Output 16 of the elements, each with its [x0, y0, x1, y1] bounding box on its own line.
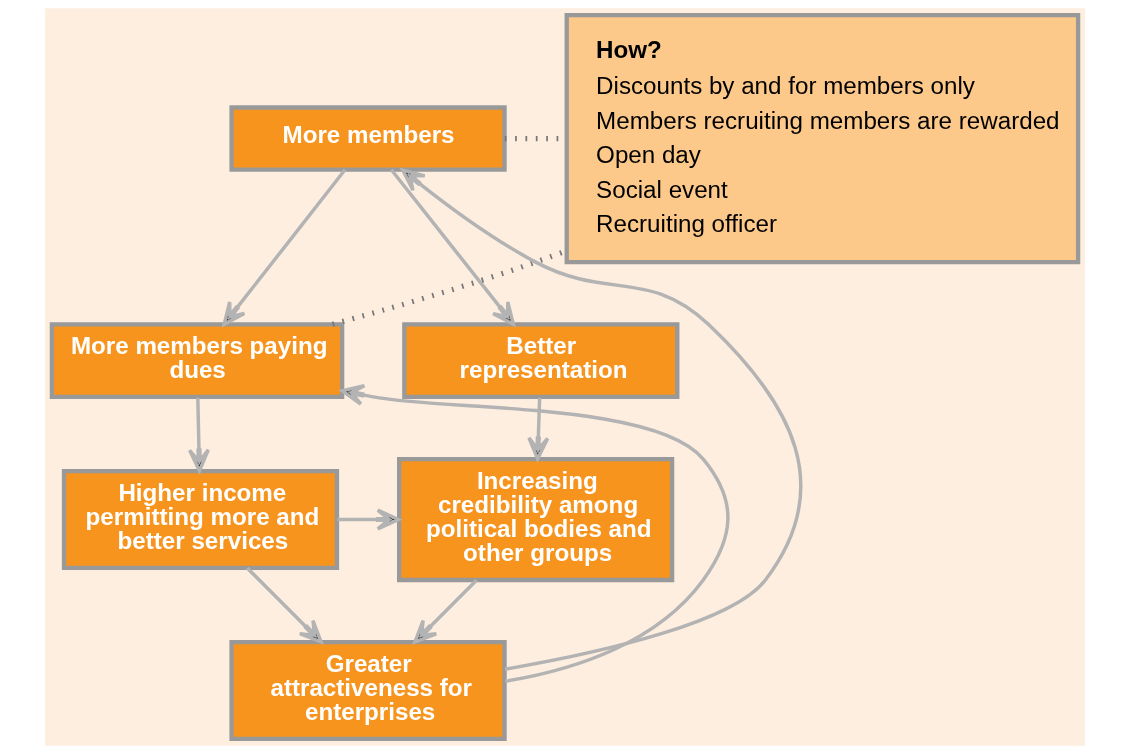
node-box: How? Discounts by and for members only Members recruiting members are rewarded Open day Social event Recruiting officer — [564, 12, 1080, 265]
arrow — [400, 168, 802, 671]
arrow — [187, 397, 210, 473]
arrow — [526, 397, 549, 461]
arrow — [245, 566, 323, 644]
arrow — [389, 168, 515, 326]
arrow — [339, 383, 729, 683]
node-box: More members paying dues — [49, 322, 344, 400]
node-box: Higher income permitting more and better services — [61, 469, 339, 571]
arrow — [336, 508, 400, 531]
node-box: More members — [228, 105, 507, 172]
arrow — [222, 168, 346, 326]
arrow — [412, 579, 478, 644]
node-box: Greater attractiveness for enterprises — [228, 640, 507, 742]
node-box: Better representation — [401, 322, 679, 400]
node-box: Increasing credibility among political bodies and other groups — [396, 456, 674, 583]
